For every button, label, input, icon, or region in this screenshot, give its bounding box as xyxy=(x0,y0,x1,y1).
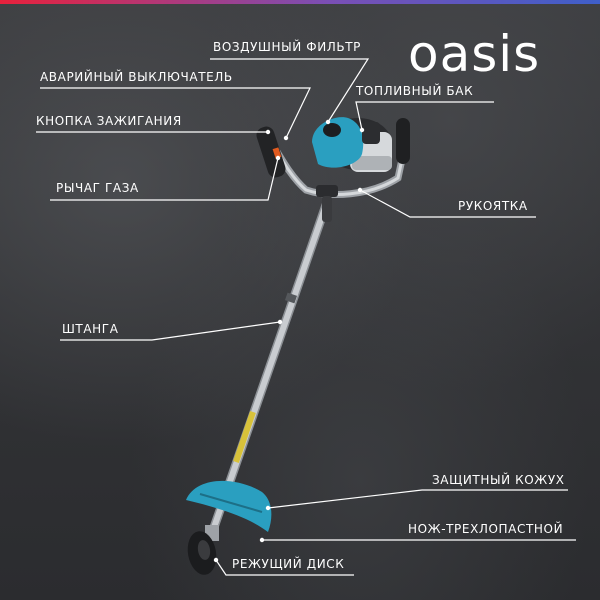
leader-dots xyxy=(213,119,365,563)
label-handle: РУКОЯТКА xyxy=(458,199,528,213)
label-shaft: ШТАНГА xyxy=(62,322,119,336)
engine-unit xyxy=(312,117,392,172)
label-air-filter: ВОЗДУШНЫЙ ФИЛЬТР xyxy=(213,40,362,54)
accent-bar xyxy=(0,0,600,4)
label-three-blade-knife: НОЖ-ТРЕХЛОПАСТНОЙ xyxy=(408,522,564,536)
label-throttle-lever: РЫЧАГ ГАЗА xyxy=(56,181,139,195)
label-fuel-tank: ТОПЛИВНЫЙ БАК xyxy=(356,84,474,98)
label-guard: ЗАЩИТНЫЙ КОЖУХ xyxy=(432,473,565,487)
label-cutting-disc: РЕЖУЩИЙ ДИСК xyxy=(232,557,345,571)
handlebar xyxy=(256,118,410,222)
label-ignition-button: КНОПКА ЗАЖИГАНИЯ xyxy=(36,114,182,128)
oasis-logo: oasis xyxy=(408,25,541,83)
label-kill-switch: АВАРИЙНЫЙ ВЫКЛЮЧАТЕЛЬ xyxy=(40,70,233,84)
leader-lines xyxy=(36,58,576,576)
trimmer-shaft xyxy=(206,200,331,541)
guard-and-head xyxy=(186,480,272,575)
